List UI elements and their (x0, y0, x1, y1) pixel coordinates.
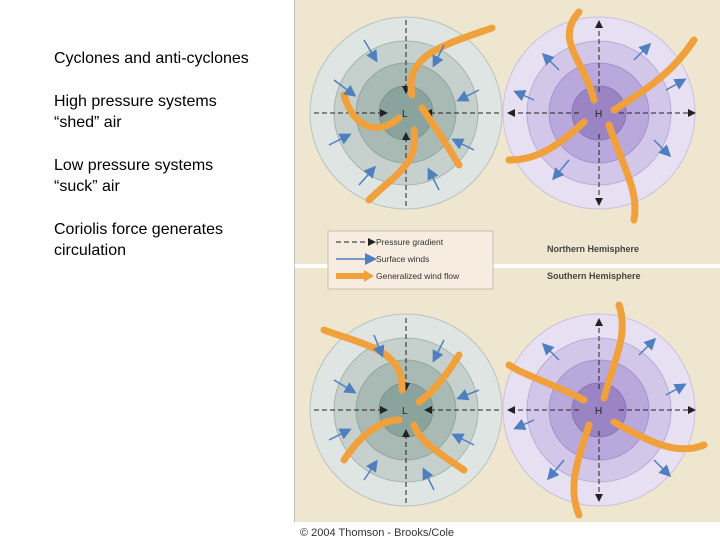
legend: Pressure gradient Surface winds Generali… (327, 230, 494, 290)
bullet-line: High pressure systems (54, 93, 217, 110)
southern-high-wind-flow (505, 301, 708, 519)
bullet-line: “suck” air (54, 178, 120, 195)
northern-low-wind-flow (340, 24, 496, 204)
bullet-list: Cyclones and anti-cyclones High pressure… (54, 48, 284, 283)
northern-high-wind-flow (505, 8, 698, 224)
southern-high-label: H (595, 406, 602, 417)
bullet-line: “shed” air (54, 114, 122, 131)
legend-wind-flow-label: Generalized wind flow (376, 271, 460, 281)
southern-surface-winds (328, 334, 687, 491)
northern-surface-winds (328, 39, 687, 191)
northern-low-system (309, 16, 503, 210)
northern-high-label: H (595, 109, 602, 120)
bullet-item: Coriolis force generates circulation (54, 219, 284, 261)
bullet-item: Cyclones and anti-cyclones (54, 48, 284, 69)
copyright-text: © 2004 Thomson - Brooks/Cole (300, 527, 454, 539)
southern-low-label: L (402, 406, 408, 417)
legend-surface-winds-label: Surface winds (376, 254, 429, 264)
figure-svg: L H Pressure gradient Surface winds Gene… (294, 0, 720, 540)
pressure-systems-figure: L H Pressure gradient Surface winds Gene… (294, 0, 720, 540)
southern-high-system (502, 313, 696, 507)
northern-hemisphere-label: Northern Hemisphere (547, 244, 639, 254)
bullet-item: High pressure systems “shed” air (54, 91, 284, 133)
northern-low-label: L (402, 109, 408, 120)
southern-hemisphere-label: Southern Hemisphere (547, 271, 641, 281)
bullet-line: circulation (54, 242, 127, 259)
bullet-line: Low pressure systems (54, 157, 214, 174)
southern-pressure-gradient (314, 318, 696, 503)
bullet-item: Low pressure systems “suck” air (54, 155, 284, 197)
legend-pressure-gradient-label: Pressure gradient (376, 237, 444, 247)
bullet-line: Coriolis force generates (54, 221, 223, 238)
bullet-line: Cyclones and anti-cyclones (54, 50, 249, 67)
